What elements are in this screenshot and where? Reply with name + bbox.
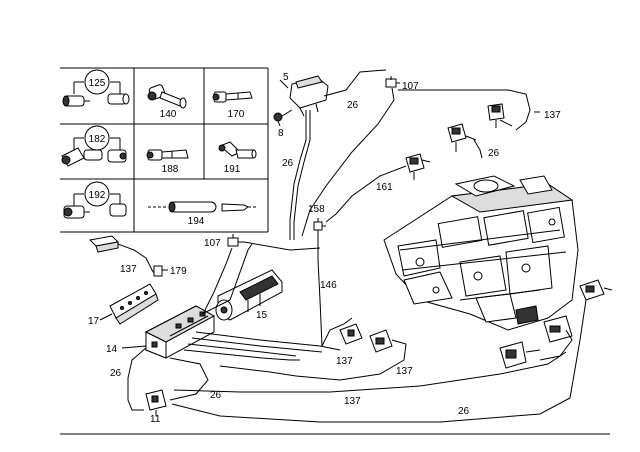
inset-cell-191: 191: [218, 141, 257, 175]
part-5-valve: [279, 75, 329, 117]
pipe-146-right: [321, 317, 353, 347]
valve-right-upper: [579, 279, 613, 301]
label-137-e: 137: [344, 396, 361, 407]
pipe-137-long-bottom: [173, 351, 567, 393]
valve-right-lower: [543, 315, 573, 343]
pipe-107-down: [203, 247, 233, 313]
label-26-c: 26: [282, 158, 294, 169]
label-161: 161: [376, 182, 393, 193]
connector-137-mid: [339, 323, 363, 345]
inset-cell-125: 125: [62, 69, 130, 107]
pipe-137-top-right: [398, 89, 531, 131]
pipe-137-left: [117, 243, 157, 277]
pipe-137-right: [219, 343, 407, 381]
bracket-left: [88, 235, 120, 253]
label-26-b: 26: [488, 148, 500, 159]
label-137-b: 137: [120, 264, 137, 275]
pipe-26-a: [289, 110, 307, 240]
label-107-b: 107: [204, 238, 221, 249]
part-179-connector: [153, 265, 168, 277]
climate-housing: [383, 175, 579, 331]
callout-label-192: 192: [89, 190, 106, 201]
label-26-a: 26: [347, 100, 359, 111]
part-8-screw: [273, 109, 293, 127]
pipe-up-to-107: [201, 243, 253, 315]
pipe-bundle-2: [191, 337, 323, 353]
pipe-26-a2: [293, 110, 311, 240]
inset-cell-192: 192: [63, 181, 127, 219]
label-137-a: 137: [544, 110, 561, 121]
pipe-bundle-3: [187, 343, 297, 357]
label-17: 17: [88, 316, 100, 327]
pipe-26-left: [127, 347, 147, 411]
label-146: 146: [320, 280, 337, 291]
part-15-module: [215, 269, 283, 321]
inset-cell-170: 170: [212, 91, 253, 120]
label-15: 15: [256, 310, 268, 321]
callout-label-125: 125: [89, 78, 106, 89]
inset-label-194: 194: [188, 216, 205, 227]
solenoid-top-right: [487, 103, 513, 128]
inset-cell-140: 140: [147, 84, 187, 120]
label-26-e: 26: [210, 390, 222, 401]
label-107-a: 107: [402, 81, 419, 92]
part-14-block: [144, 305, 216, 359]
pipe-bundle-1: [195, 331, 341, 351]
inset-label-170: 170: [228, 109, 245, 120]
pipe-107-low: [243, 241, 321, 251]
label-179: 179: [170, 266, 187, 277]
label-158: 158: [308, 204, 325, 215]
label-26-f: 26: [458, 406, 470, 417]
part-107-tee-top: [385, 76, 400, 88]
pipe-137-long-top: [301, 87, 395, 237]
inset-label-191: 191: [224, 164, 241, 175]
valve-right-bottom: [499, 341, 541, 369]
label-137-c: 137: [336, 356, 353, 367]
pipe-to-107: [323, 69, 387, 97]
callout-circle-125: [84, 69, 110, 95]
pipe-26-short: [473, 139, 483, 159]
part-17-strip: [109, 283, 159, 325]
label-137-d: 137: [396, 366, 413, 377]
inset-cell-182: 182: [61, 125, 127, 167]
pipe-161: [325, 165, 407, 223]
label-5: 5: [283, 72, 289, 83]
connector-137-right: [369, 329, 407, 353]
part-158-tee: [313, 218, 326, 231]
label-14: 14: [106, 344, 118, 355]
inset-cell-188: 188: [146, 149, 189, 175]
part-11-valve: [145, 389, 167, 416]
pipe-26-long-bottom: [171, 299, 587, 423]
inset-label-140: 140: [160, 109, 177, 120]
label-11: 11: [150, 414, 161, 425]
pipe-right-small: [539, 329, 573, 361]
inset-label-188: 188: [162, 164, 179, 175]
pipe-26-loop: [169, 357, 209, 401]
inset-cell-194: 194: [148, 201, 258, 227]
part-161-valve: [405, 153, 431, 180]
inset-grid: [60, 67, 269, 233]
solenoid-mid: [447, 123, 477, 152]
label-26-d: 26: [110, 368, 122, 379]
label-8: 8: [278, 128, 284, 139]
pipe-bundle-4: [183, 349, 300, 361]
part-107-tee-low: [227, 234, 244, 247]
callout-label-182: 182: [89, 134, 106, 145]
pipe-146: [317, 230, 323, 347]
callout-circle-192: [84, 181, 110, 207]
